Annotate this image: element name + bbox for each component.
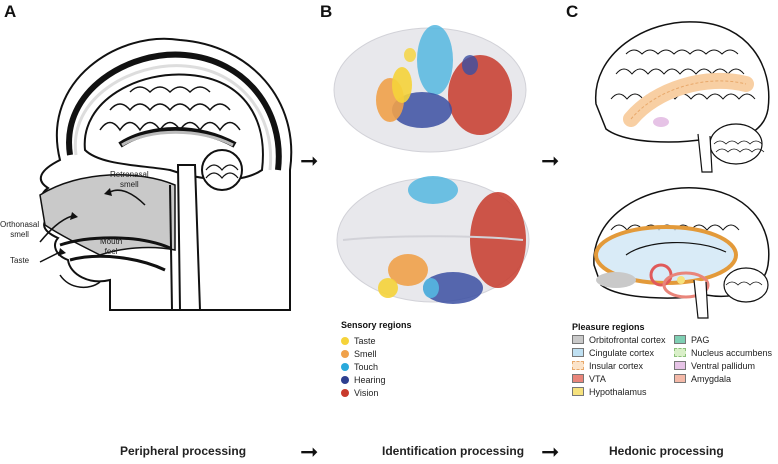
stage-hedonic-processing: Hedonic processing bbox=[609, 444, 724, 458]
legend-item-orbitofrontal-cortex: Orbitofrontal cortex bbox=[572, 333, 674, 346]
legend-item-hypothalamus: Hypothalamus bbox=[572, 385, 674, 398]
touch-swatch bbox=[341, 362, 349, 371]
hearing-swatch bbox=[341, 375, 349, 384]
arrow-peripheral-to-identification-icon: ➞ bbox=[300, 439, 319, 464]
arrow-a-to-b-icon: ➞ bbox=[300, 148, 319, 173]
sensory-regions-legend: Sensory regions Taste Smell Touch Hearin… bbox=[341, 320, 412, 399]
legend-item-amygdala: Amygdala bbox=[674, 372, 772, 385]
legend-item-insular-cortex: Insular cortex bbox=[572, 359, 674, 372]
taste-label: Taste bbox=[10, 256, 30, 265]
arrow-b-to-c-icon: ➞ bbox=[541, 148, 560, 173]
legend-item-smell: Smell bbox=[341, 347, 412, 360]
brain-dorsal-render bbox=[336, 176, 530, 304]
legend-item-vision: Vision bbox=[341, 386, 412, 399]
legend-item-taste: Taste bbox=[341, 334, 412, 347]
panel-letter-b: B bbox=[320, 2, 333, 21]
arrow-identification-to-hedonic-icon: ➞ bbox=[541, 439, 560, 464]
legend-item-cingulate-cortex: Cingulate cortex bbox=[572, 346, 674, 359]
legend-item-ventral-pallidum: Ventral pallidum bbox=[674, 359, 772, 372]
ventral-pallidum-swatch bbox=[674, 361, 686, 370]
brain-lateral-render bbox=[333, 25, 527, 153]
vta-swatch bbox=[572, 374, 584, 383]
cingulate-swatch bbox=[572, 348, 584, 357]
amygdala-swatch bbox=[674, 374, 686, 383]
nucleus-accumbens-swatch bbox=[674, 348, 686, 357]
legend-item-hearing: Hearing bbox=[341, 373, 412, 386]
vision-swatch bbox=[341, 388, 349, 397]
sensory-legend-title: Sensory regions bbox=[341, 320, 412, 330]
brain-medial-outline bbox=[593, 187, 770, 319]
legend-item-touch: Touch bbox=[341, 360, 412, 373]
smell-swatch bbox=[341, 349, 349, 358]
panel-letter-a: A bbox=[4, 2, 17, 21]
hypothalamus-swatch bbox=[572, 387, 584, 396]
taste-swatch bbox=[341, 336, 349, 345]
brain-lateral-outline bbox=[595, 21, 770, 173]
orbitofrontal-swatch bbox=[572, 335, 584, 344]
panel-letter-c: C bbox=[566, 2, 579, 21]
pag-swatch bbox=[674, 335, 686, 344]
stage-identification-processing: Identification processing bbox=[382, 444, 525, 458]
legend-item-pag: PAG bbox=[674, 333, 772, 346]
legend-item-nucleus-accumbens: Nucleus accumbens bbox=[674, 346, 772, 359]
head-sagittal-illustration bbox=[39, 37, 293, 311]
pleasure-legend-title: Pleasure regions bbox=[572, 322, 645, 332]
legend-item-vta: VTA bbox=[572, 372, 674, 385]
stage-peripheral-processing: Peripheral processing bbox=[120, 444, 247, 458]
pleasure-regions-legend: Pleasure regions Orbitofrontal cortex Ci… bbox=[572, 322, 772, 398]
insular-swatch bbox=[572, 361, 584, 370]
